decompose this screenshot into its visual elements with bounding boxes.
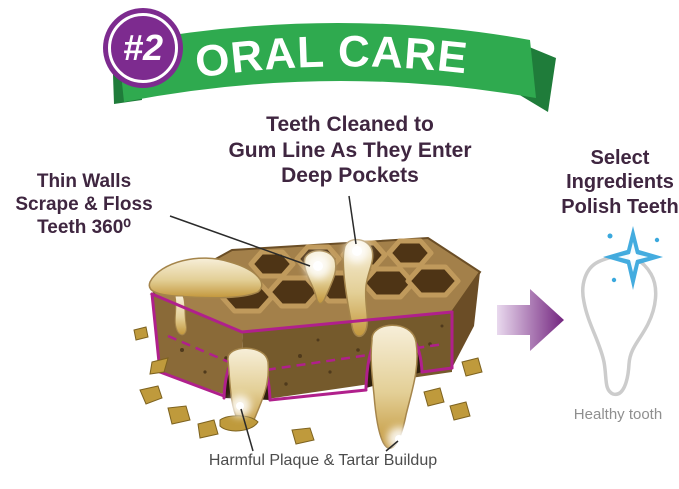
number-badge-label: #2 — [122, 27, 164, 68]
tooth-drip-small — [174, 295, 187, 336]
sparkle-icon — [603, 226, 663, 290]
callout-teeth-cleaned: Teeth Cleaned to Gum Line As They Enter … — [228, 113, 472, 188]
callout-line-bottom-left — [240, 408, 254, 452]
callout-lines — [169, 195, 399, 452]
chew-right-end-face — [452, 272, 480, 368]
healthy-tooth-label: Healthy tooth — [573, 406, 663, 423]
tooth-drip-top-left — [148, 257, 263, 299]
callout-line-left — [169, 215, 311, 267]
chew-illustration — [133, 236, 483, 451]
callout-line-top — [348, 195, 357, 245]
plaque-crumbs — [133, 326, 483, 445]
ribbon-band — [118, 22, 536, 102]
ribbon-banner: ORAL CARE — [112, 22, 556, 112]
arrow-icon — [497, 289, 564, 351]
cross-section-dashed-lines — [167, 334, 445, 374]
tooth-outline — [581, 253, 658, 397]
callout-select-ingredients: Select Ingredients Polish Teeth — [561, 147, 679, 218]
chew-speckles — [180, 324, 444, 386]
callout-thin-walls: Thin Walls Scrape & Floss Teeth 360⁰ — [15, 171, 153, 239]
healthy-tooth-illustration — [581, 226, 663, 397]
callout-line-bottom-right — [385, 440, 399, 452]
tooth-top-b — [342, 238, 374, 338]
number-badge: #2 — [108, 13, 178, 83]
cross-section-outline — [150, 292, 454, 402]
plaque-buildup-caption: Harmful Plaque & Tartar Buildup — [208, 452, 438, 469]
